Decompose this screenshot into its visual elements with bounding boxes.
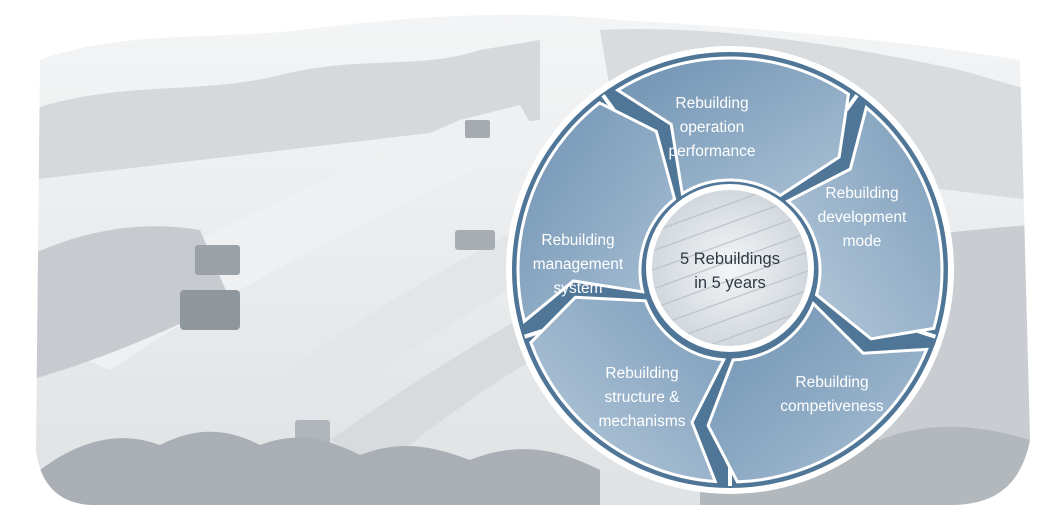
segment-arrow-competiveness <box>706 301 929 484</box>
segment-label-line: management <box>533 256 624 273</box>
segment-label-line: operation <box>680 119 745 136</box>
segment-label-line: performance <box>668 143 755 160</box>
segment-label-line: Rebuilding <box>675 95 748 112</box>
segment-label-line: Rebuilding <box>541 232 614 249</box>
segment-arrow-structure-mechanisms <box>529 295 727 484</box>
center-label-line-2: in 5 years <box>694 274 766 292</box>
segment-label-line: structure & <box>605 389 681 406</box>
segment-arrow-management-system <box>516 101 677 324</box>
segment-operation-performance: Rebuilding operation performance <box>668 95 755 160</box>
segment-development-mode: Rebuilding development mode <box>818 185 907 250</box>
segment-label-line: mechanisms <box>599 413 686 430</box>
segment-label-line: Rebuilding <box>825 185 898 202</box>
segment-management-system: Rebuilding management system <box>533 232 624 297</box>
segment-competiveness: Rebuilding competiveness <box>780 374 884 415</box>
segment-tick-mark <box>523 329 543 339</box>
segment-structure-mechanisms: Rebuilding structure & mechanisms <box>599 365 686 430</box>
segment-label-line: development <box>818 209 907 226</box>
segment-tick-mark <box>917 329 937 339</box>
segment-arrow-operation-performance <box>614 56 851 198</box>
cycle-segments <box>516 56 944 486</box>
segment-tick-mark <box>844 94 859 111</box>
segment-label-line: Rebuilding <box>795 374 868 391</box>
center-label-line-1: 5 Rebuildings <box>680 250 780 268</box>
segment-label-line: Rebuilding <box>605 365 678 382</box>
segment-arrow-development-mode <box>785 104 944 341</box>
segment-label-line: system <box>553 280 602 297</box>
segment-tick-mark <box>601 94 616 111</box>
segment-label-line: mode <box>843 233 882 250</box>
segment-label-line: competiveness <box>780 398 884 415</box>
